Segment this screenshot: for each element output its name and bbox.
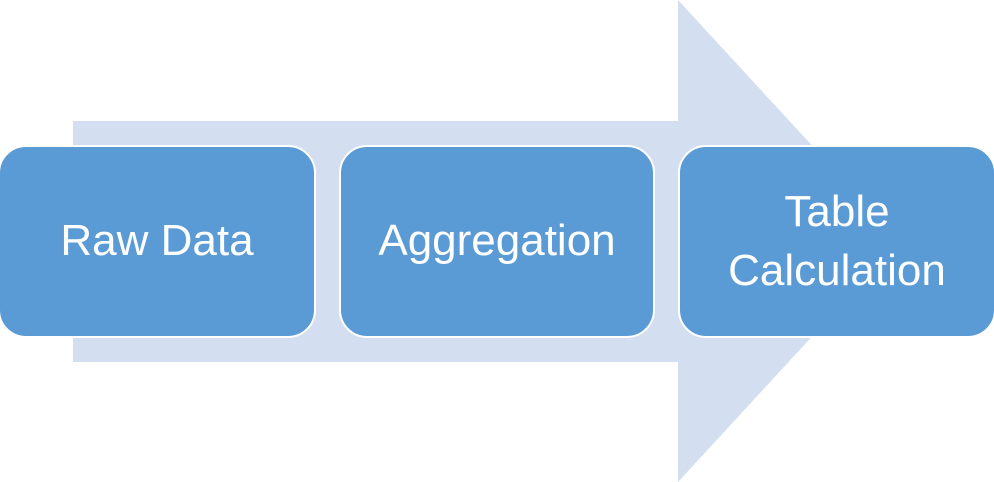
- step-table-calculation: Table Calculation: [678, 145, 994, 338]
- step-raw-data: Raw Data: [0, 145, 316, 338]
- step-aggregation: Aggregation: [339, 145, 655, 338]
